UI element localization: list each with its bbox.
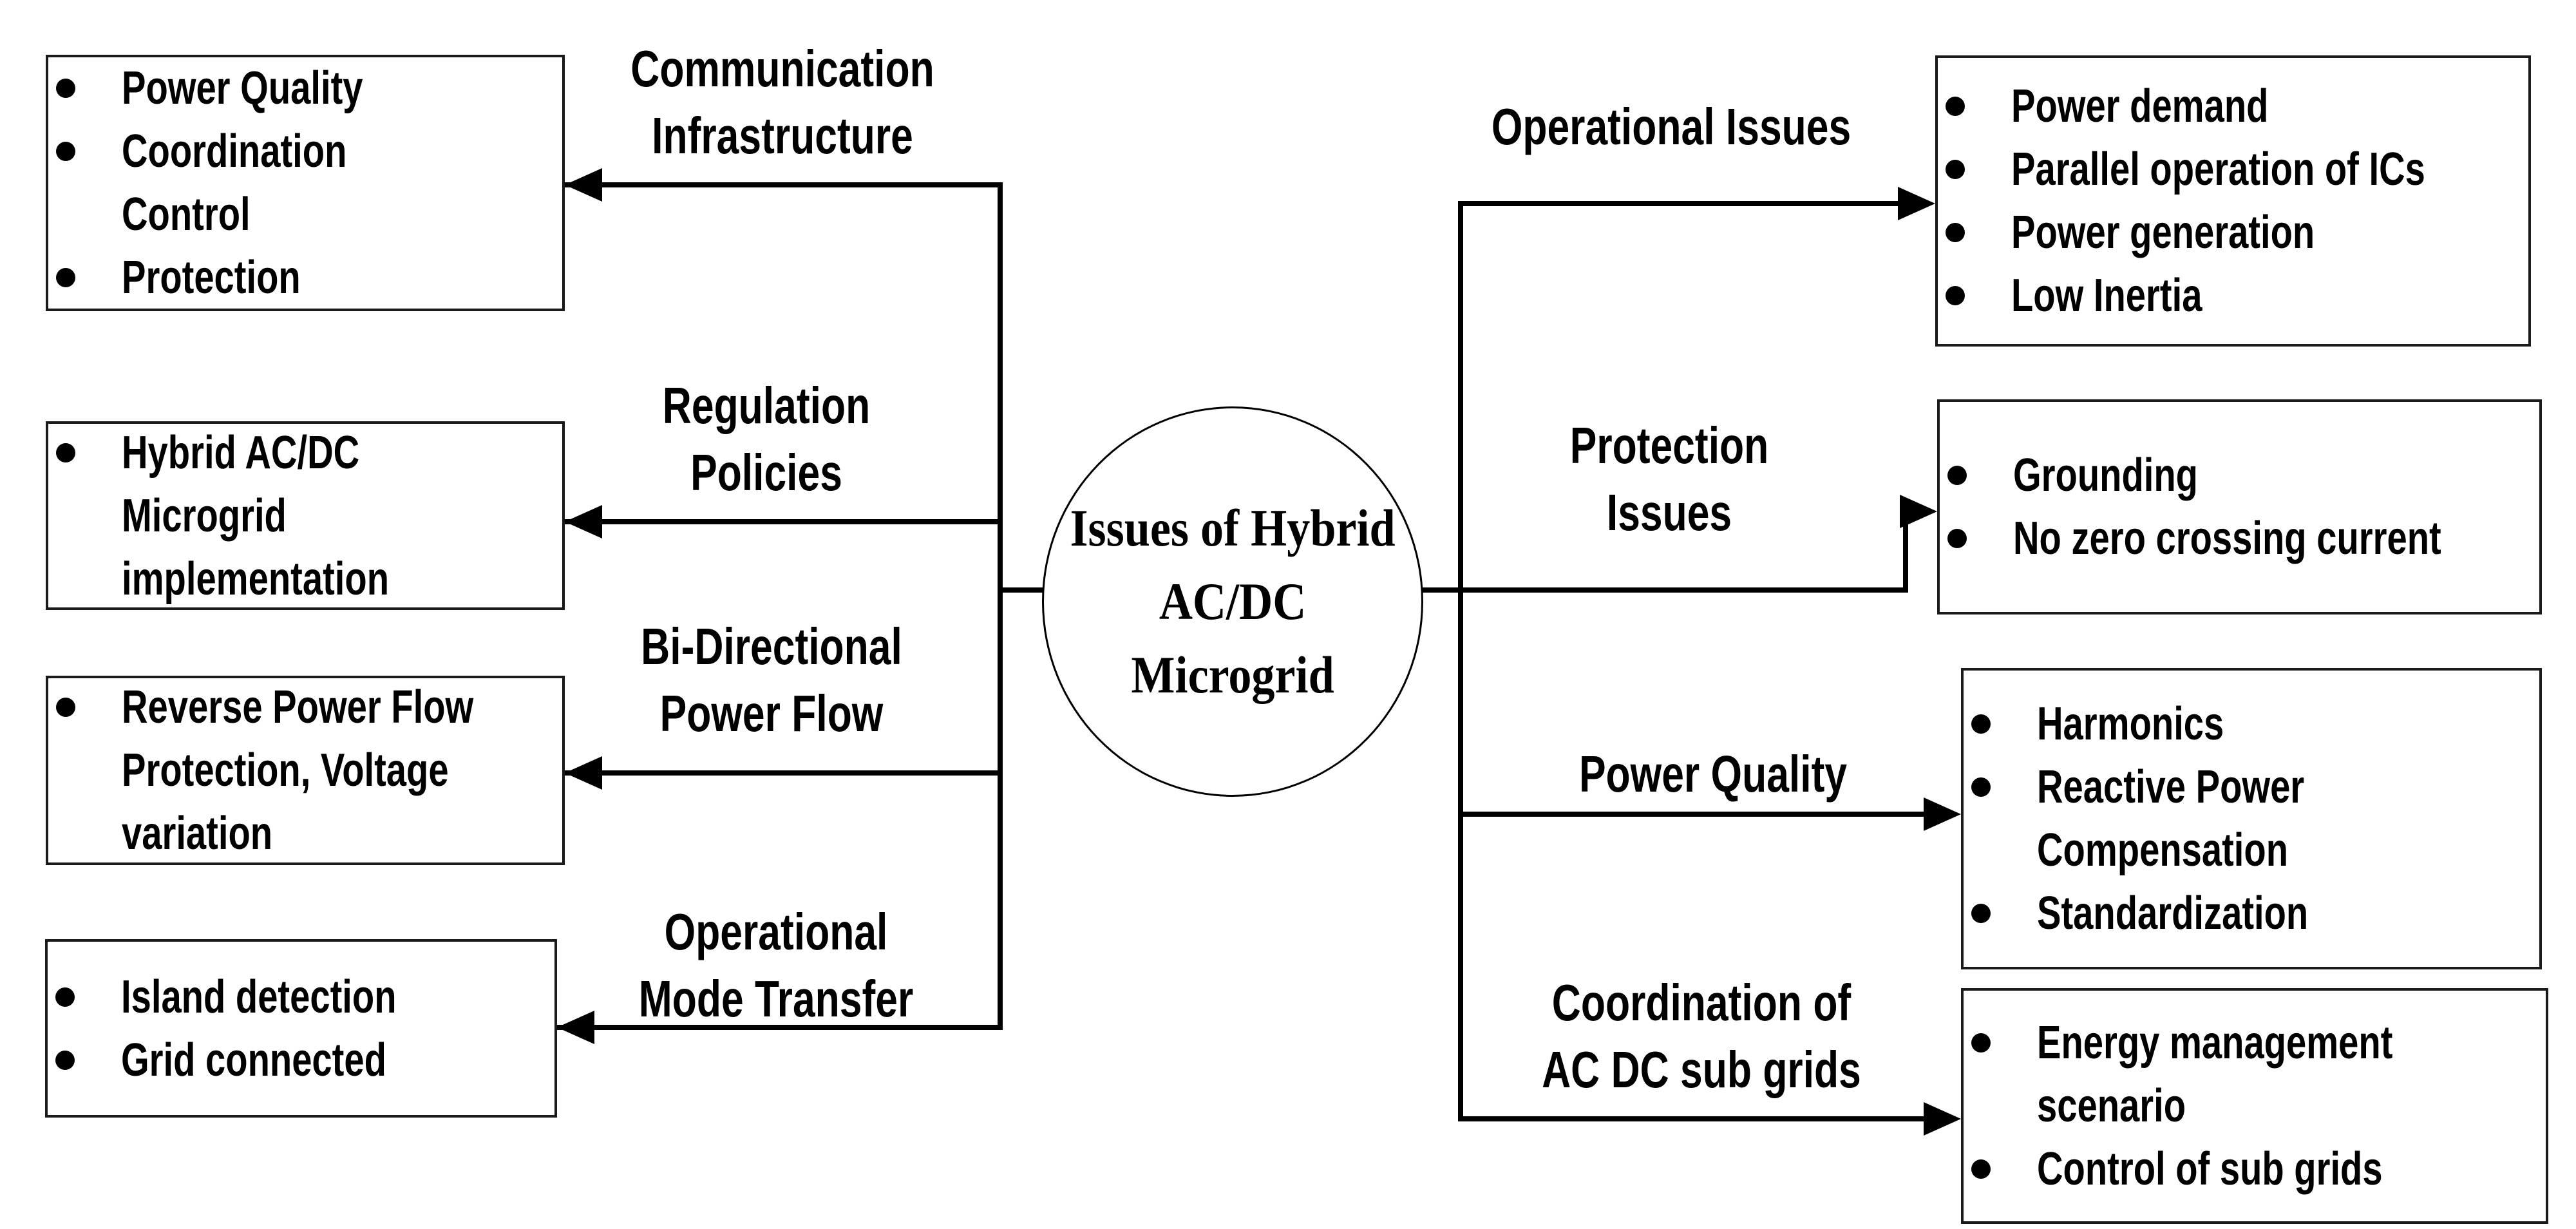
bullet-text: Hybrid AC/DC Microgrid implementation [122,426,390,605]
bullet-icon [56,142,75,161]
right-branch-line-1 [1461,201,1905,206]
bullet-icon [1946,97,1965,116]
left-branch-line-4 [557,1025,1003,1030]
left-branch-line-2 [565,519,1003,524]
bullet-text: Grid connected [121,1034,386,1086]
arrowhead-icon [565,505,602,538]
right-circle-connector-line [1419,587,1908,593]
bullet-item: Control of sub grids [1964,1138,2537,1201]
bullet-text: Reverse Power Flow Protection, Voltage v… [122,681,474,859]
arrowhead-icon [565,756,602,790]
arrowhead-icon [1924,797,1961,831]
bullet-icon [1971,904,1991,923]
arrowhead-icon [1898,187,1935,220]
bullet-item: No zero crossing current [1940,507,2530,570]
bullet-text: Island detection [121,971,397,1023]
bullet-text: Reactive Power Compensation [2037,761,2305,876]
bullet-icon [1971,1033,1991,1053]
bullet-icon [1946,286,1965,305]
bullet-text: Grounding [2013,450,2198,501]
branch-label-coordination-sub-grids: Coordination of AC DC sub grids [1542,974,1861,1098]
bullet-icon [1946,160,1965,179]
branch-label-operational-mode-transfer: Operational Mode Transfer [638,903,914,1027]
bullet-icon [56,268,75,287]
arrowhead-icon [1924,1102,1961,1136]
branch-label-communication-infrastructure: Communication Infrastructure [630,40,934,164]
branch-label-bidirectional-power-flow: Bi-Directional Power Flow [641,618,902,742]
left-spine-line [998,182,1003,1030]
bullet-item: Reactive Power Compensation [1964,756,2530,882]
bullet-item: Power generation [1938,201,2519,264]
bullet-text: Energy management scenario [2037,1017,2393,1132]
left-box-bidirectional: Reverse Power Flow Protection, Voltage v… [46,676,565,865]
bullet-item: Energy management scenario [1964,1011,2537,1138]
left-box-regulation: Hybrid AC/DC Microgrid implementation [46,421,565,610]
bullet-item: Protection [48,246,553,309]
left-branch-line-1 [565,182,1003,187]
bullet-icon [1947,529,1967,548]
bullet-text: Parallel operation of ICs [2011,144,2425,195]
bullet-text: Standardization [2037,888,2309,939]
branch-label-power-quality: Power Quality [1578,745,1848,803]
left-circle-connector-line [998,587,1052,593]
bullet-text: Low Inertia [2011,270,2202,321]
right-jog-vertical-line [1903,510,1908,593]
bullet-item: Grid connected [48,1029,545,1092]
bullet-item: Reverse Power Flow Protection, Voltage v… [48,676,553,865]
bullet-item: Low Inertia [1938,264,2519,327]
right-box-protection-issues: Grounding No zero crossing current [1937,399,2542,614]
left-branch-line-3 [565,770,1003,776]
bullet-icon [56,79,75,98]
bullet-item: Island detection [48,966,545,1029]
bullet-icon [1971,714,1991,734]
bullet-text: Power Quality [122,62,363,114]
bullet-text: Power generation [2011,207,2315,258]
branch-label-protection-issues: Protection Issues [1569,417,1769,541]
bullet-icon [1971,1159,1991,1179]
bullet-icon [1946,223,1965,242]
bullet-item: Power Quality [48,57,553,120]
arrowhead-icon [557,1011,594,1044]
bullet-icon [1947,466,1967,485]
bullet-item: Coordination Control [48,120,553,246]
central-node-title: Issues of Hybrid AC/DC Microgrid [1070,499,1396,704]
bullet-icon [55,987,75,1007]
bullet-icon [56,443,75,462]
right-branch-line-4 [1461,1116,1927,1121]
right-branch-line-3 [1461,812,1927,817]
bullet-text: Protection [122,252,301,303]
bullet-text: Control of sub grids [2037,1143,2383,1195]
bullet-text: No zero crossing current [2013,513,2441,564]
arrowhead-icon [565,168,602,202]
bullet-item: Grounding [1940,444,2530,507]
branch-label-operational-issues: Operational Issues [1491,98,1852,155]
bullet-item: Parallel operation of ICs [1938,138,2519,201]
bullet-item: Power demand [1938,75,2519,138]
bullet-icon [55,1050,75,1070]
bullet-icon [1971,777,1991,797]
central-node: Issues of Hybrid AC/DC Microgrid [1042,406,1423,797]
branch-label-regulation-policies: Regulation Policies [662,377,871,501]
bullet-icon [56,698,75,717]
bullet-text: Power demand [2011,81,2269,132]
bullet-item: Standardization [1964,882,2530,945]
bullet-item: Harmonics [1964,692,2530,756]
arrowhead-icon [1900,495,1937,528]
right-spine-line [1458,201,1463,1121]
bullet-text: Coordination Control [122,126,347,240]
bullet-text: Harmonics [2037,698,2224,750]
bullet-item: Hybrid AC/DC Microgrid implementation [48,421,553,611]
